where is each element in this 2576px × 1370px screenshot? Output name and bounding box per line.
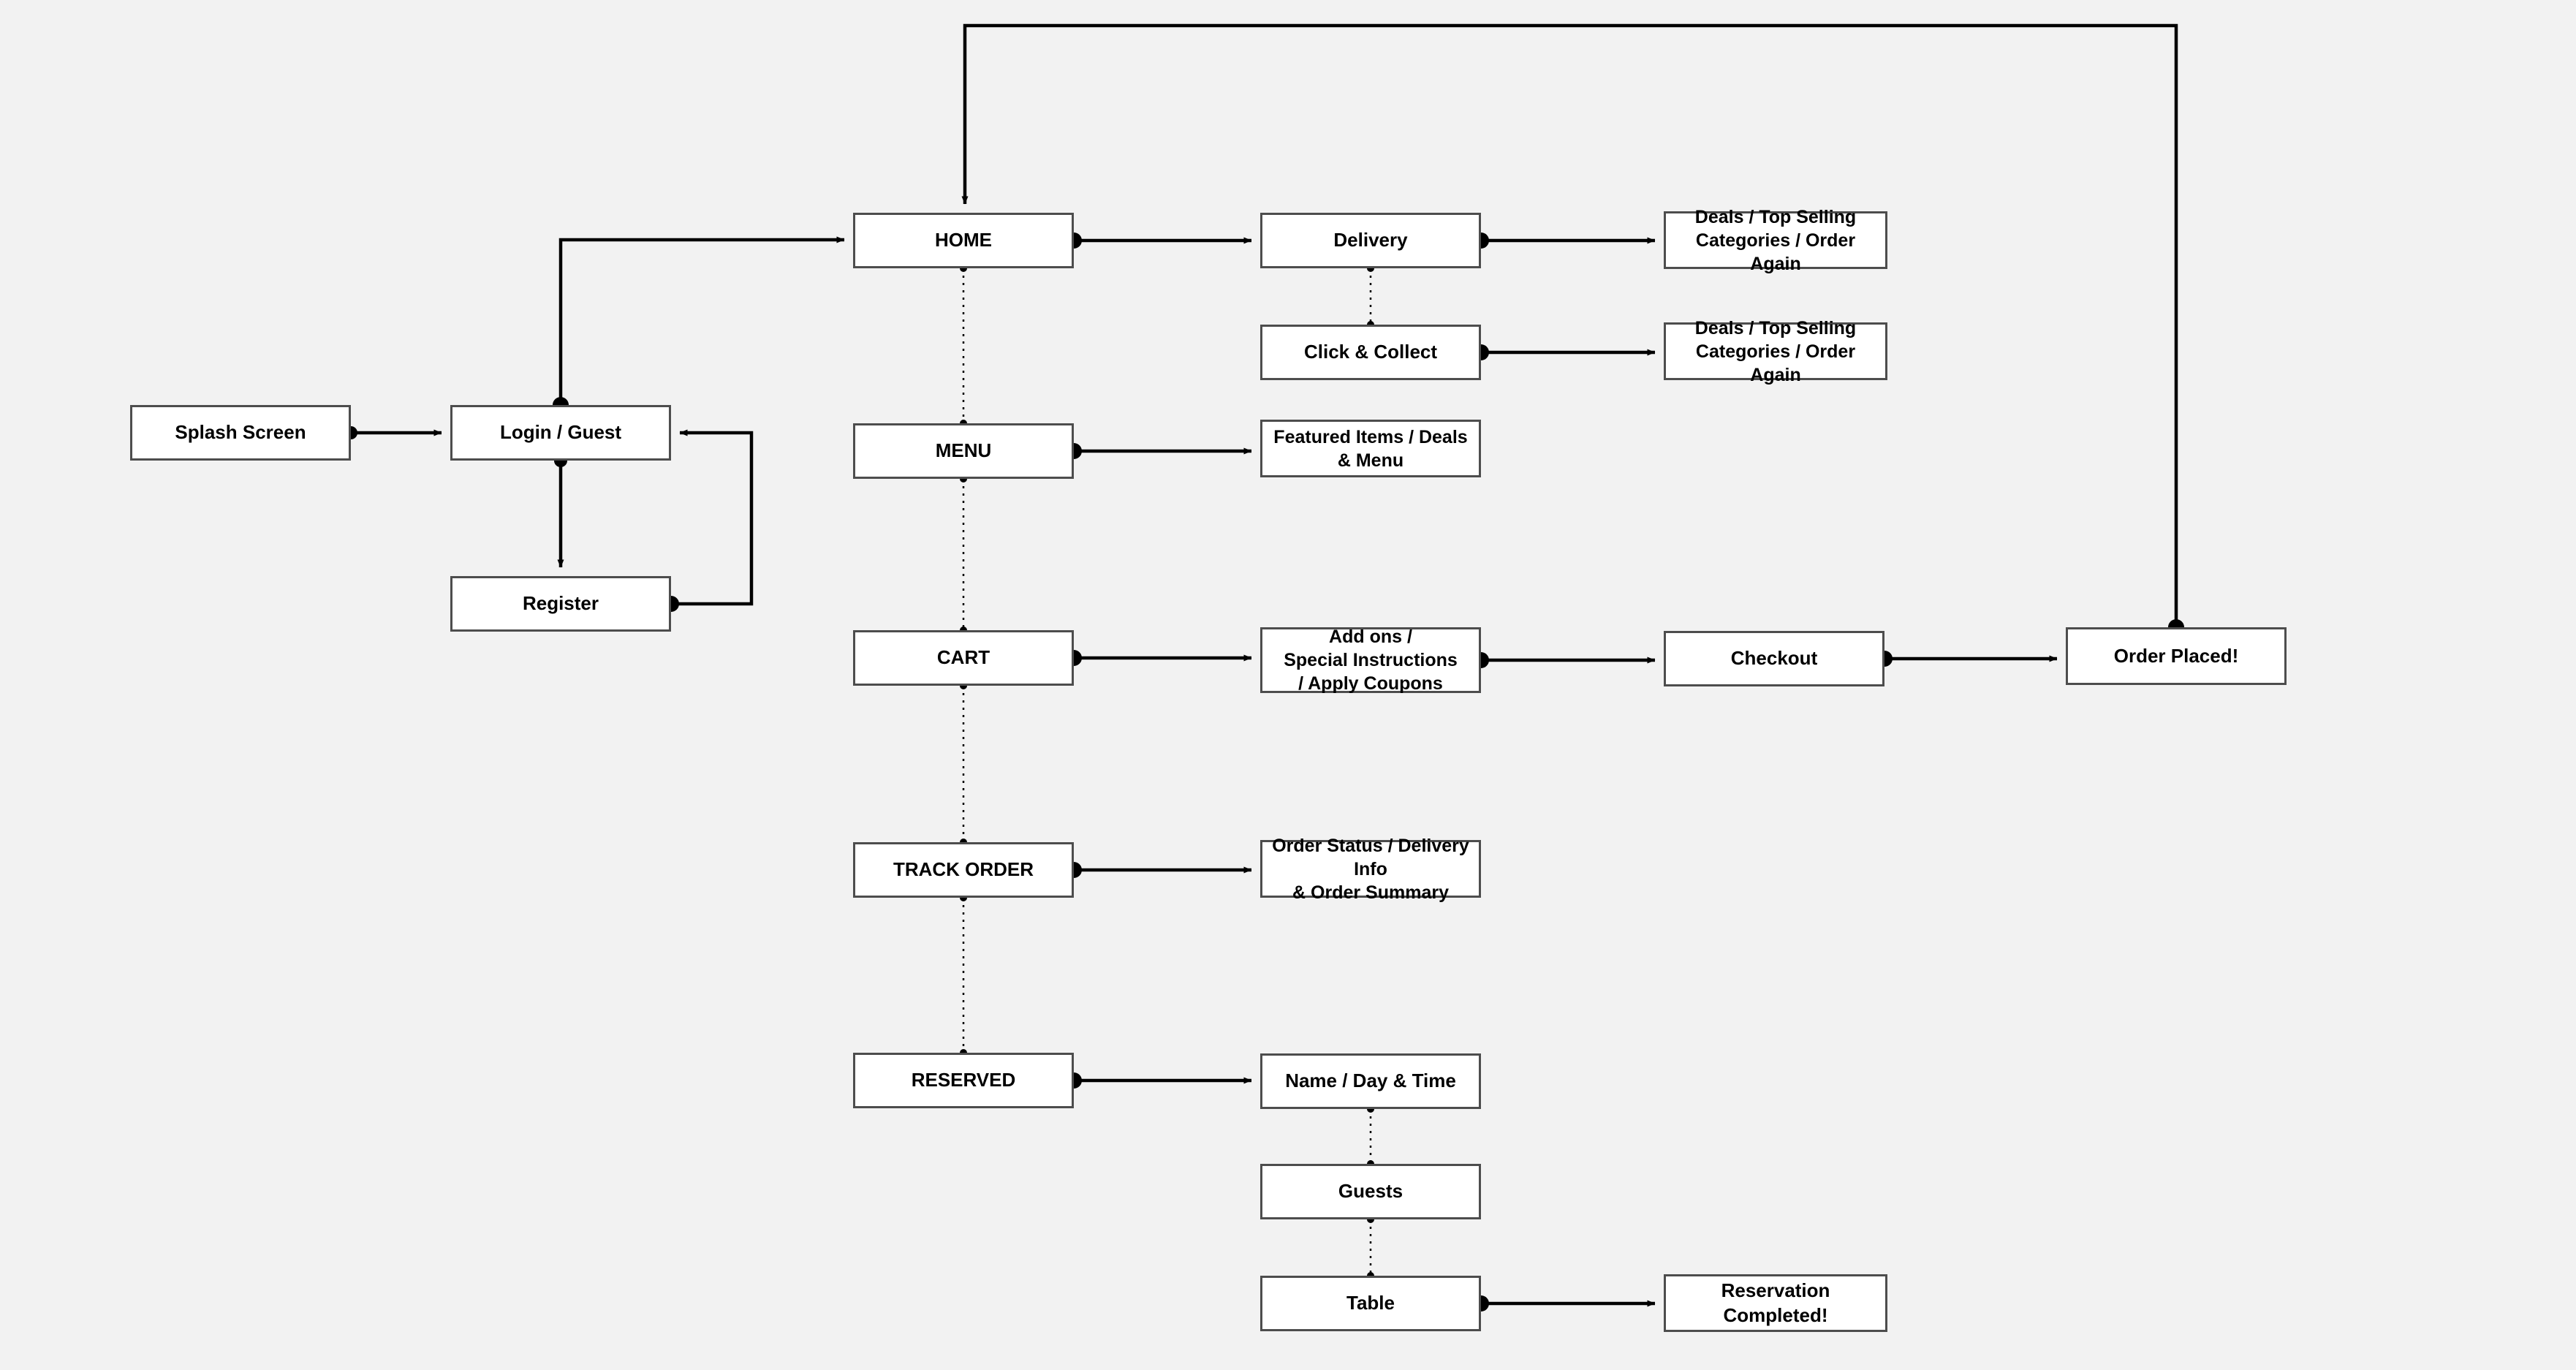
node-order_status[interactable]: Order Status / Delivery Info & Order Sum… xyxy=(1260,836,1481,903)
node-label-featured: Featured Items / Deals & Menu xyxy=(1273,426,1468,471)
node-label-table: Table xyxy=(1346,1292,1395,1314)
connector-register-to-login xyxy=(671,429,754,606)
node-label-deals_2: Deals / Top Selling Categories / Order A… xyxy=(1694,317,1857,385)
connector-order-to-home xyxy=(961,23,2178,627)
node-deals_1[interactable]: Deals / Top Selling Categories / Order A… xyxy=(1664,207,1887,274)
node-login[interactable]: Login / Guest xyxy=(450,405,671,461)
node-label-delivery: Delivery xyxy=(1333,229,1408,251)
node-label-login: Login / Guest xyxy=(499,421,622,444)
node-label-splash: Splash Screen xyxy=(175,421,306,444)
node-label-register: Register xyxy=(522,592,599,615)
node-label-order_status: Order Status / Delivery Info & Order Sum… xyxy=(1272,835,1469,903)
node-table[interactable]: Table xyxy=(1260,1276,1481,1331)
node-splash[interactable]: Splash Screen xyxy=(130,405,351,461)
node-label-cart: CART xyxy=(936,646,990,669)
node-label-checkout: Checkout xyxy=(1730,647,1818,670)
node-deals_2[interactable]: Deals / Top Selling Categories / Order A… xyxy=(1664,318,1887,385)
node-label-name_day_time: Name / Day & Time xyxy=(1285,1070,1456,1092)
node-home[interactable]: HOME xyxy=(853,213,1074,268)
node-label-reserved: RESERVED xyxy=(911,1069,1016,1091)
node-label-home: HOME xyxy=(935,229,992,251)
node-label-addons: Add ons / Special Instructions / Apply C… xyxy=(1284,627,1458,694)
node-cart[interactable]: CART xyxy=(853,630,1074,686)
node-label-menu: MENU xyxy=(935,439,992,462)
node-menu[interactable]: MENU xyxy=(853,423,1074,479)
node-label-deals_1: Deals / Top Selling Categories / Order A… xyxy=(1694,206,1857,274)
node-label-guests: Guests xyxy=(1338,1180,1403,1203)
node-addons[interactable]: Add ons / Special Instructions / Apply C… xyxy=(1260,627,1481,694)
node-reservation_completed[interactable]: Reservation Completed! xyxy=(1664,1274,1887,1332)
node-guests[interactable]: Guests xyxy=(1260,1164,1481,1219)
node-label-order_placed: Order Placed! xyxy=(2113,644,2239,667)
node-name_day_time[interactable]: Name / Day & Time xyxy=(1260,1053,1481,1109)
node-register[interactable]: Register xyxy=(450,576,671,632)
node-reserved[interactable]: RESERVED xyxy=(853,1053,1074,1108)
node-featured[interactable]: Featured Items / Deals & Menu xyxy=(1260,420,1481,477)
node-click_collect[interactable]: Click & Collect xyxy=(1260,325,1481,380)
node-label-track_order: TRACK ORDER xyxy=(893,858,1034,881)
node-label-click_collect: Click & Collect xyxy=(1303,341,1438,363)
node-checkout[interactable]: Checkout xyxy=(1664,631,1884,686)
node-track_order[interactable]: TRACK ORDER xyxy=(853,842,1074,898)
node-label-reservation_completed: Reservation Completed! xyxy=(1721,1279,1830,1326)
connector-login-to-home xyxy=(558,236,845,405)
node-delivery[interactable]: Delivery xyxy=(1260,213,1481,268)
node-order_placed[interactable]: Order Placed! xyxy=(2066,627,2287,685)
